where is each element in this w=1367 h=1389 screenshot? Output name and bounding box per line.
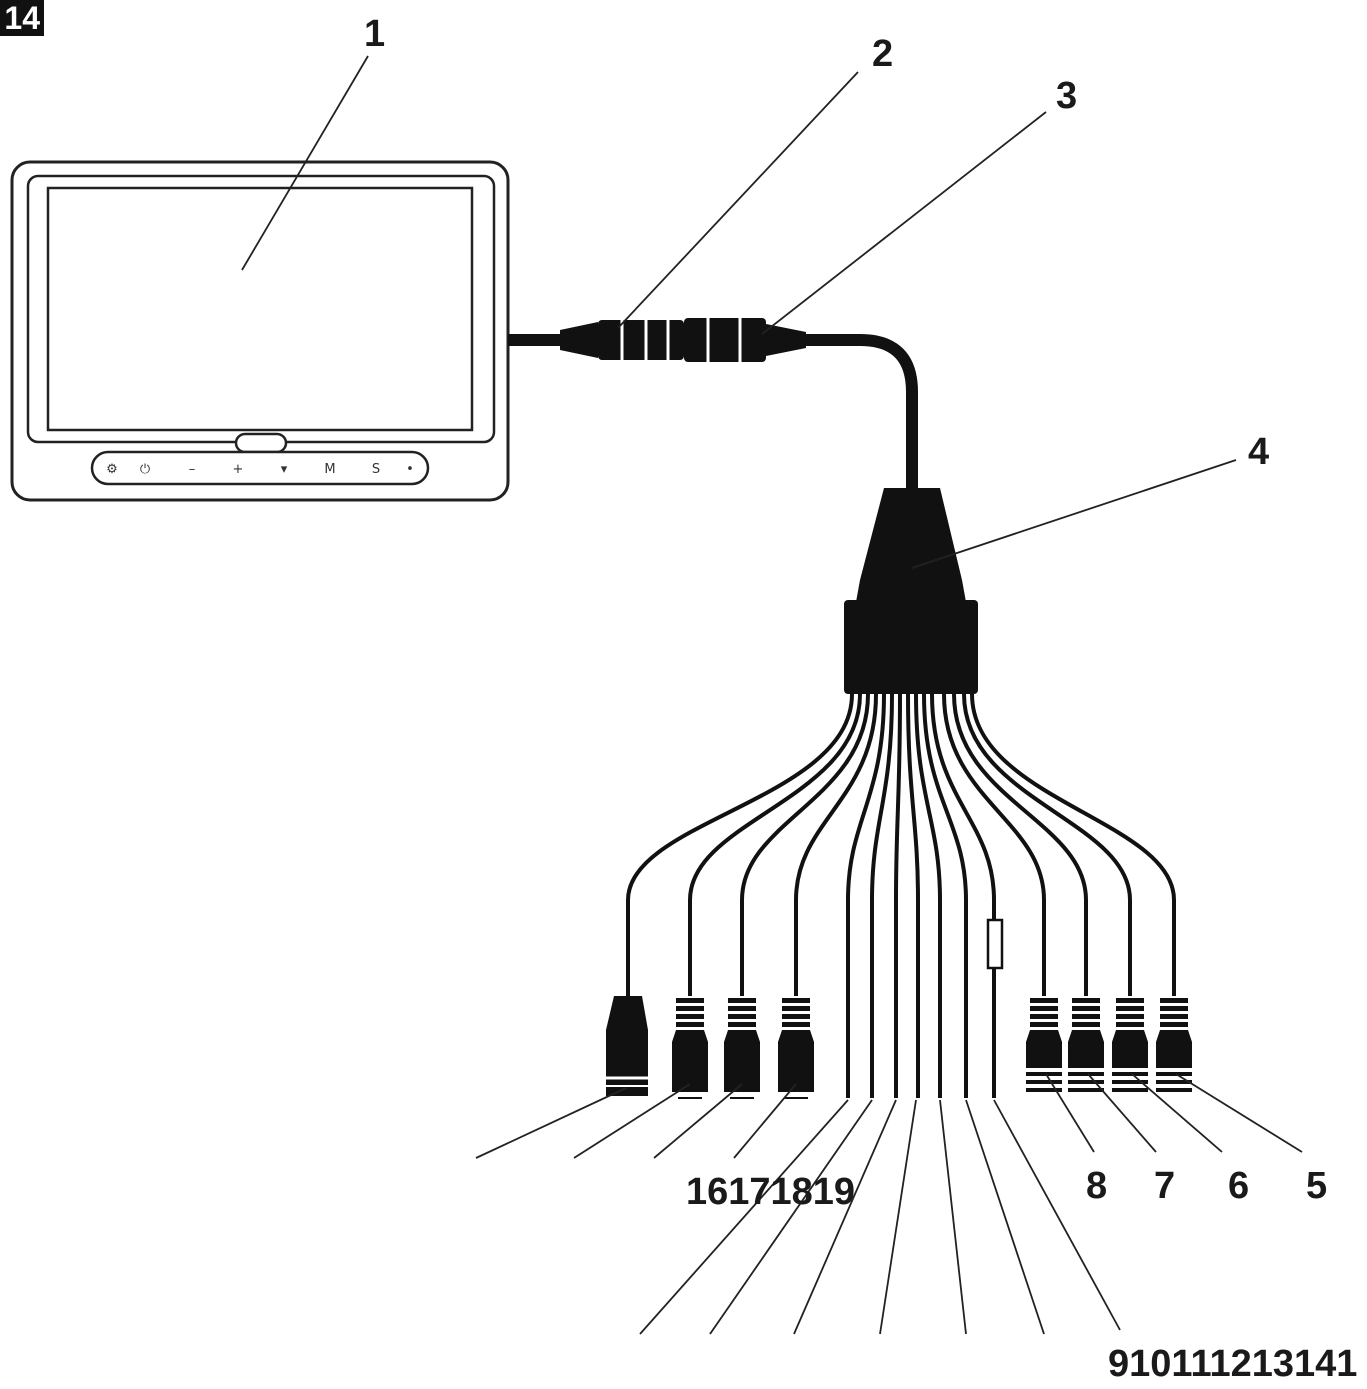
leader-line-11 xyxy=(653,1083,743,1159)
callout-8: 8 xyxy=(1086,1165,1107,1207)
callout-2: 2 xyxy=(872,33,893,75)
connector-16 xyxy=(606,996,648,1096)
leader-line-18 xyxy=(965,1099,1045,1335)
wire-10 xyxy=(922,693,968,1098)
leader-line-4 xyxy=(911,459,1237,569)
main-cable xyxy=(508,334,918,490)
monitor-button-2-icon: ⏻ xyxy=(140,462,150,477)
connector-6 xyxy=(1112,998,1148,1092)
wire-2 xyxy=(688,693,862,996)
monitor-button-5-icon: ▾ xyxy=(281,462,288,477)
monitor-button-6-icon: M xyxy=(324,462,335,477)
leader-line-12 xyxy=(733,1083,797,1159)
wire-bundle xyxy=(626,693,1176,1098)
leader-line-13 xyxy=(639,1099,849,1335)
connector-7 xyxy=(1068,998,1104,1092)
inline-fuse xyxy=(986,918,1004,970)
connector-19 xyxy=(778,998,814,1099)
monitor-button-3-icon: – xyxy=(189,462,196,477)
leader-line-19 xyxy=(993,1099,1121,1331)
wire-7 xyxy=(894,693,902,1098)
wire-8 xyxy=(906,693,920,1098)
connector-18 xyxy=(724,998,760,1099)
connector-17 xyxy=(672,998,708,1099)
leader-line-3 xyxy=(761,111,1047,335)
callout-7: 7 xyxy=(1154,1165,1175,1207)
leader-line-5 xyxy=(1175,1073,1303,1153)
splitter-block xyxy=(844,488,978,694)
monitor-buttons: ⚙ ⏻ – + ▾ M S • xyxy=(106,462,414,477)
monitor-button-8-icon: • xyxy=(406,462,414,477)
leader-line-6 xyxy=(1131,1073,1223,1153)
leader-line-7 xyxy=(1087,1073,1157,1153)
leader-line-9 xyxy=(475,1087,627,1159)
wire-14 xyxy=(962,693,1132,996)
callout-5: 5 xyxy=(1306,1165,1327,1207)
monitor-sensor xyxy=(234,432,288,454)
leader-line-15 xyxy=(793,1099,897,1335)
connector-5 xyxy=(1156,998,1192,1092)
wire-11 xyxy=(930,693,996,1098)
leader-line-1 xyxy=(241,55,369,271)
wire-13 xyxy=(952,693,1088,996)
leader-line-14 xyxy=(709,1099,873,1335)
wire-5 xyxy=(846,693,886,1098)
callout-4: 4 xyxy=(1248,431,1269,473)
callout-6: 6 xyxy=(1228,1165,1249,1207)
leader-line-2 xyxy=(617,71,859,329)
wire-12 xyxy=(942,693,1046,996)
connector-8 xyxy=(1026,998,1062,1092)
monitor-button-7-icon: S xyxy=(372,462,380,477)
monitor: ⚙ ⏻ – + ▾ M S • xyxy=(10,160,510,502)
leader-line-17 xyxy=(939,1099,967,1335)
callout-3: 3 xyxy=(1056,75,1077,117)
wire-6 xyxy=(870,693,894,1098)
wire-9 xyxy=(914,693,942,1098)
monitor-button-4-icon: + xyxy=(233,462,244,477)
wire-15 xyxy=(970,693,1176,996)
wire-1 xyxy=(626,693,854,996)
leader-line-10 xyxy=(573,1083,691,1159)
callout-group-16-19: 16171819 xyxy=(686,1171,855,1213)
callout-1: 1 xyxy=(364,13,385,55)
wire-4 xyxy=(794,693,878,996)
leader-lines xyxy=(241,55,1303,1335)
leader-line-16 xyxy=(879,1099,917,1335)
inline-connector xyxy=(560,318,806,362)
monitor-button-bar xyxy=(90,450,430,486)
wire-3 xyxy=(740,693,870,996)
monitor-screen xyxy=(46,186,474,432)
leader-line-8 xyxy=(1045,1073,1095,1153)
figure-number-badge: 14 xyxy=(0,0,44,36)
callout-group-9-14: 910111213141 xyxy=(1108,1343,1357,1385)
monitor-button-1-icon: ⚙ xyxy=(106,462,118,477)
